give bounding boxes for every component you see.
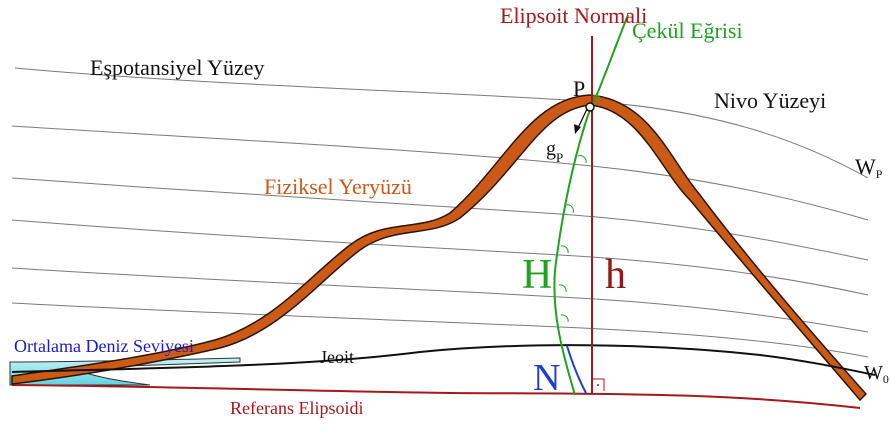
level-surfaces <box>11 67 869 358</box>
geoid-line <box>11 344 876 376</box>
point-p-marker <box>585 102 595 112</box>
w0-symbol: W <box>864 362 883 384</box>
wp-label: WP <box>855 154 883 181</box>
plumb-line-curve <box>553 14 629 396</box>
ellipsoidal-height-label: h <box>605 252 626 298</box>
mean-sea-level-label: Ortalama Deniz Seviyesi <box>14 336 194 356</box>
undulation-segment <box>566 345 587 394</box>
plumb-right-angle-markers <box>558 94 603 323</box>
plumb-marker-2 <box>577 155 587 164</box>
level-line-4 <box>11 219 869 296</box>
plumb-marker-4 <box>560 245 569 254</box>
gravity-symbol: g <box>546 138 556 160</box>
level-line-5 <box>11 267 869 333</box>
reference-ellipsoid-line <box>11 384 861 409</box>
right-angle-marker <box>592 378 605 391</box>
gravity-label: gP <box>546 138 563 165</box>
wp-subscript: P <box>876 167 883 181</box>
plumb-marker-6 <box>560 314 569 323</box>
level-surface-label: Nivo Yüzeyi <box>714 88 826 113</box>
plumb-marker-3 <box>565 204 574 214</box>
gravity-arrowhead <box>574 124 581 134</box>
plumb-line-label: Çekül Eğrisi <box>632 18 743 43</box>
w0-label: W0 <box>864 362 889 386</box>
geoid-label: Jeoit <box>320 347 354 367</box>
physical-surface-label: Fiziksel Yeryüzü <box>264 174 412 199</box>
wp-symbol: W <box>855 154 876 179</box>
level-line-1 <box>14 67 869 179</box>
undulation-label: N <box>533 357 560 399</box>
w0-subscript: 0 <box>883 372 889 386</box>
equipotential-surface-label: Eşpotansiyel Yüzey <box>90 55 265 80</box>
right-angle-dot <box>597 384 599 386</box>
level-line-2 <box>11 125 869 221</box>
point-p-label: P <box>573 76 585 101</box>
orthometric-height-label: H <box>522 252 552 298</box>
reference-ellipsoid-label: Referans Elipsoidi <box>230 398 363 418</box>
plumb-marker-5 <box>558 284 567 293</box>
gravity-subscript: P <box>556 150 563 165</box>
ellipsoid-normal-label: Elipsoit Normali <box>500 3 647 28</box>
level-line-6 <box>11 302 869 358</box>
level-line-3 <box>11 177 869 261</box>
plumb-marker-1 <box>592 94 603 105</box>
